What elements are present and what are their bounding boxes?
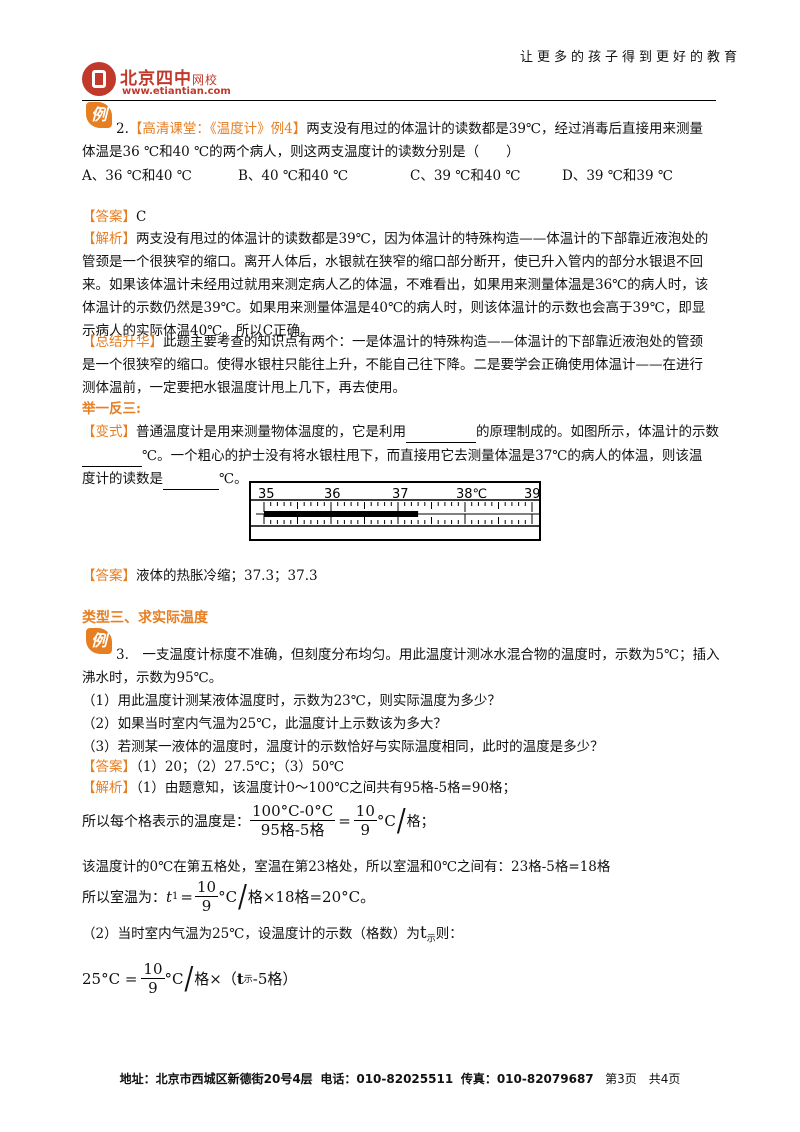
blank-3 xyxy=(163,467,219,490)
tick-label-37: 37 xyxy=(392,487,409,502)
blank-1 xyxy=(406,420,476,443)
question-2-line-1: 2.【高清课堂：《温度计》例4】两支没有甩过的体温计的读数都是39℃，经过消毒后… xyxy=(116,121,704,137)
variant-line-1: 【变式】普通温度计是用来测量物体温度的，它是利用 的原理制成的。如图所示，体温计… xyxy=(82,420,719,443)
answer-2: 【答案】C xyxy=(82,209,147,225)
question-3-line-2: 沸水时，示数为95℃。 xyxy=(82,670,223,686)
section-type-3: 类型三、求实际温度 xyxy=(82,610,208,626)
option-a: A、36 ℃和40 ℃ xyxy=(82,168,192,184)
analysis-3-line-1: 【解析】（1）由题意知，该温度计0～100℃之间共有95格-5格=90格； xyxy=(82,780,517,796)
answer-variant: 【答案】液体的热胀冷缩；37.3；37.3 xyxy=(82,568,318,584)
analysis-2-line-5: 示病人的实际体温40℃。所以C正确。 xyxy=(82,323,314,339)
answer-3: 【答案】（1）20；（2）27.5℃；（3）50℃ xyxy=(82,759,345,775)
blank-2 xyxy=(82,444,142,467)
option-b: B、40 ℃和40 ℃ xyxy=(238,168,349,184)
tick-label-35: 35 xyxy=(258,487,275,502)
tick-label-36: 36 xyxy=(324,487,341,502)
summary-line-3: 测体温前，一定要把水银温度计甩上几下，再去使用。 xyxy=(82,380,406,396)
analysis-2-line-3: 来。如果该体温计未经用过就用来测定病人乙的体温，不难看出，如果用来测量体温是36… xyxy=(82,277,709,293)
logo-icon xyxy=(82,62,116,96)
summary-line-1: 【总结升华】此题主要考查的知识点有两个：一是体温计的特殊构造——体温计的下部靠近… xyxy=(82,334,703,350)
footer: 地址：北京市西城区新德街20号4层 电话：010-82025511 传真：010… xyxy=(119,1072,681,1086)
variant-line-3: 度计的读数是 ℃。 xyxy=(82,467,248,490)
question-3-line-1: 3. 一支温度计标度不准确，但刻度分布均匀。用此温度计测冰水混合物的温度时，示数… xyxy=(116,647,720,663)
thermometer-figure: 35 36 37 38℃ 39 xyxy=(249,481,541,541)
tick-label-38: 38℃ xyxy=(456,487,487,502)
logo-url: www.etiantian.com xyxy=(122,86,231,97)
section-jyfs: 举一反三: xyxy=(82,401,141,417)
tick-label-39: 39 xyxy=(524,487,541,502)
variant-line-2: ℃。一个粗心的护士没有将水银柱甩下，而直接用它去测量体温是37℃的病人的体温，则… xyxy=(82,444,702,467)
question-2-line-2: 体温是36 ℃和40 ℃的两个病人，则这两支温度计的读数分别是（ ） xyxy=(82,144,520,160)
option-d: D、39 ℃和39 ℃ xyxy=(562,168,673,184)
analysis-3-line-2: 该温度计的0℃在第五格处，室温在第23格处，所以室温和0℃之间有：23格-5格=… xyxy=(82,859,611,875)
example-badge-icon: 例 xyxy=(86,628,112,654)
logo-text: 北京四中网校 xyxy=(120,69,219,89)
summary-line-2: 是一个很狭窄的缩口。使得水银柱只能往上升，不能自己往下降。二是要学会正确使用体温… xyxy=(82,357,703,373)
question-3-sub-2: （2）如果当时室内气温为25℃，此温度计上示数该为多大？ xyxy=(82,716,447,732)
slogan: 让更多的孩子得到更好的教育 xyxy=(520,50,742,65)
example-badge-icon: 例 xyxy=(86,102,112,128)
analysis-2-line-2: 管颈是一个很狭窄的缩口。离开人体后，水银就在狭窄的缩口部分断开，使已升入管内的部… xyxy=(82,254,703,270)
logo-mark xyxy=(92,70,106,88)
question-3-sub-3: （3）若测某一液体的温度时，温度计的示数恰好与实际温度相同，此时的温度是多少？ xyxy=(82,739,604,755)
analysis-3-line-3: （2）当时室内气温为25℃，设温度计的示数（格数）为t示则： xyxy=(82,923,463,945)
header-divider xyxy=(82,100,716,101)
option-c: C、39 ℃和40 ℃ xyxy=(410,168,521,184)
analysis-2-line-4: 体温计的示数仍然是39℃。如果用来测量体温是40℃的病人时，则该体温计的示数也会… xyxy=(82,300,706,316)
question-3-sub-1: （1）用此温度计测某液体温度时，示数为23℃，则实际温度为多少？ xyxy=(82,693,501,709)
analysis-2-line-1: 【解析】两支没有甩过的体温计的读数都是39℃，因为体温计的特殊构造——体温计的下… xyxy=(82,231,709,247)
